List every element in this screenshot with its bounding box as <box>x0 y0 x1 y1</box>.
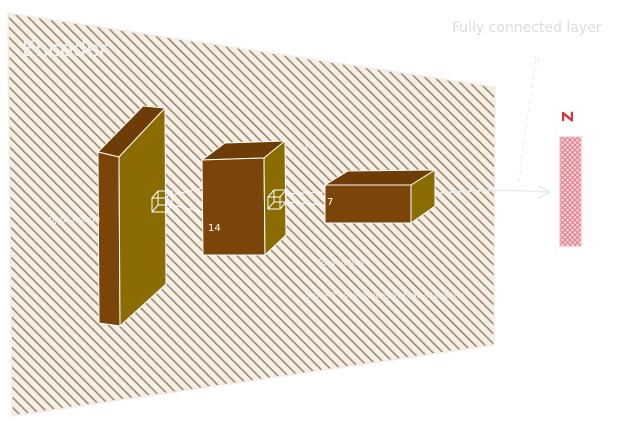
block3-front-label: 7 <box>327 197 333 208</box>
conv-block-2: 14 14 <box>200 139 314 257</box>
block3-front <box>324 184 412 224</box>
conv-block-3: 7 7 <box>323 156 437 224</box>
input-block-side <box>118 106 167 328</box>
latent-label: Z <box>559 111 577 122</box>
latent-vector <box>559 136 582 247</box>
block2-front <box>201 157 266 256</box>
arrow-to-fc-label <box>518 53 543 184</box>
input-image-label: Input image <box>46 215 101 225</box>
input-block-front <box>97 151 121 327</box>
pool-note: Stride 2 convolutions instead of pooling <box>305 291 464 300</box>
block2-front-label: 14 <box>208 223 221 234</box>
conv-note: Convolution <box>316 258 364 267</box>
fc-layer-label: Fully connected layer <box>452 20 602 36</box>
kernel-1 <box>151 187 204 213</box>
arrow-to-latent <box>439 185 552 199</box>
encoder-title: Encoder <box>22 37 108 61</box>
block3-side <box>410 169 436 224</box>
kernel-2 <box>267 189 326 210</box>
input-block: Input image <box>46 105 167 328</box>
block2-side-label: 14 <box>304 143 314 152</box>
block3-side-label: 7 <box>381 156 386 165</box>
block2-side <box>263 139 287 257</box>
